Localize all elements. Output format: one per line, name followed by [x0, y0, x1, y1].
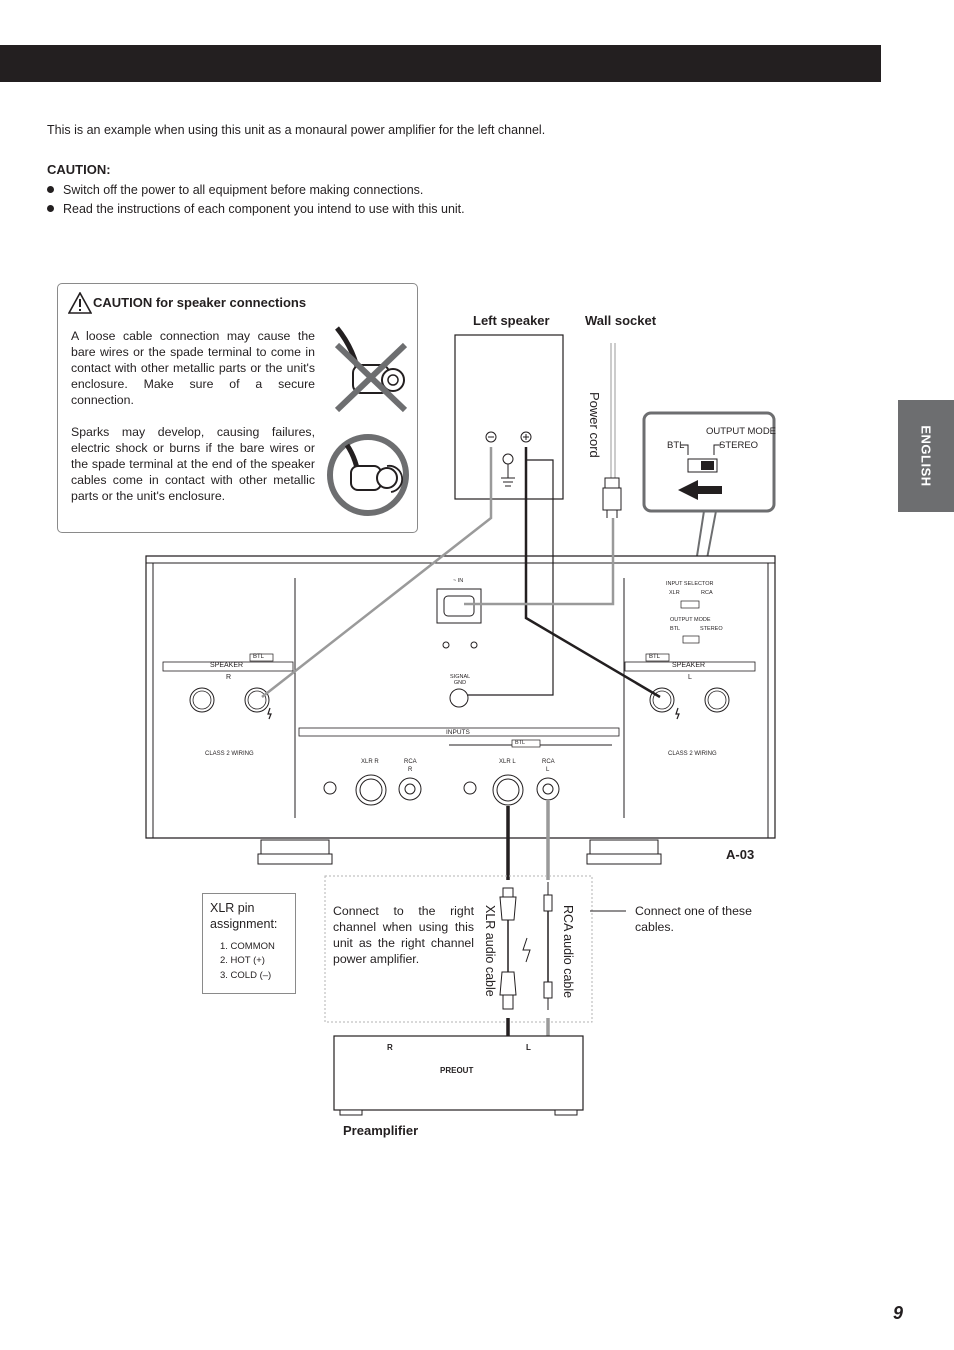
output-mode-label: OUTPUT MODE: [706, 426, 777, 437]
class2-label: CLASS 2 WIRING: [205, 751, 254, 757]
speaker-terminal-minus-icon: [485, 431, 497, 443]
pin-item: 2. HOT (+): [220, 955, 265, 966]
btl-tag: BTL: [515, 740, 526, 746]
inputs-label: INPUTS: [446, 729, 470, 736]
output-mode-small-label: OUTPUT MODE: [670, 617, 711, 623]
ac-in-label: ~ IN: [453, 578, 464, 584]
speaker-label-l: SPEAKER: [672, 662, 706, 669]
xlr-pin-title: XLR pin assignment:: [210, 901, 278, 931]
preamplifier-label: Preamplifier: [343, 1123, 419, 1138]
rca-cable-icon: [543, 882, 553, 1010]
bullet-item: Read the instructions of each component …: [47, 202, 465, 216]
ground-wire: [468, 459, 554, 696]
speaker-binding-post: [704, 687, 730, 713]
language-tab[interactable]: ENGLISH: [898, 400, 954, 512]
xlr-l-label: XLR L: [499, 759, 516, 765]
warning-icon: [68, 292, 92, 314]
power-cord-line: [464, 518, 615, 606]
shock-hazard-icon: [267, 707, 272, 720]
bullet-dot-icon: [47, 186, 54, 193]
speaker-cable-plus: [524, 447, 661, 699]
btl-small-label: BTL: [670, 626, 681, 632]
speaker-cable-minus: [261, 447, 493, 698]
channel-l-label: L: [688, 674, 692, 681]
pin-item: 1. COMMON: [220, 941, 275, 952]
speaker-binding-post: [244, 687, 270, 713]
speaker-label-r: SPEAKER: [210, 662, 244, 669]
preout-label: PREOUT: [440, 1066, 474, 1075]
cable-options-box: [324, 875, 593, 1023]
rca-jack: [398, 777, 422, 801]
stereo-small-label: STEREO: [700, 626, 723, 632]
rca-cable-label: RCA audio cable: [561, 905, 575, 999]
caution-paragraph: Sparks may develop, causing failures, el…: [71, 425, 315, 503]
rca-label: RCA: [542, 759, 555, 765]
xlr-jack: [355, 774, 387, 806]
caution-paragraph: A loose cable connection may cause the b…: [71, 329, 315, 407]
power-plug-icon: [602, 477, 622, 518]
xlr-jack: [492, 774, 524, 806]
loose-terminal-icon: [334, 326, 408, 413]
signal-gnd-terminal: [449, 688, 469, 708]
lightning-icon: [522, 937, 531, 963]
rca-l-label: L: [546, 767, 550, 773]
speaker-terminal-plus-icon: [520, 431, 532, 443]
signal-gnd-label: SIGNAL GND: [450, 674, 471, 686]
preout-r-label: R: [387, 1043, 393, 1052]
caution-box: [57, 283, 418, 533]
intro-text: This is an example when using this unit …: [47, 123, 546, 137]
bullet-text: Read the instructions of each component …: [63, 202, 465, 216]
xlr-r-label: XLR R: [361, 759, 379, 765]
speaker-binding-post: [649, 687, 675, 713]
xlr-small-label: XLR: [669, 590, 680, 596]
left-speaker-box: [454, 334, 564, 500]
btl-label: BTL: [667, 440, 685, 451]
page-number: 9: [893, 1303, 904, 1323]
header-bar: [0, 45, 881, 82]
speaker-binding-post: [189, 687, 215, 713]
class2-label: CLASS 2 WIRING: [668, 751, 717, 757]
terminal-illustrations: [327, 326, 409, 516]
xlr-pin-box: [202, 893, 296, 994]
connect-one-note: Connect one of these cables.: [635, 904, 752, 934]
amplifier-rear-panel: [145, 555, 776, 865]
bullet-item: Switch off the power to all equipment be…: [47, 183, 423, 197]
xlr-cable-icon: [499, 887, 517, 1010]
caution-heading: CAUTION:: [47, 162, 111, 177]
channel-r-label: R: [226, 674, 232, 681]
btl-tag: BTL: [253, 654, 265, 660]
wall-socket-label: Wall socket: [585, 313, 657, 328]
caution-box-title: CAUTION for speaker connections: [93, 295, 307, 310]
ground-icon: [501, 453, 515, 487]
input-selector-label: INPUT SELECTOR: [666, 581, 714, 587]
left-speaker-label: Left speaker: [473, 313, 550, 328]
stereo-label: STEREO: [719, 440, 759, 451]
pin-item: 3. COLD (–): [220, 970, 272, 981]
bullet-text: Switch off the power to all equipment be…: [63, 183, 424, 197]
rca-label: RCA: [404, 759, 417, 765]
secure-terminal-icon: [327, 434, 409, 516]
preout-l-label: L: [526, 1043, 531, 1052]
rca-jack: [536, 777, 560, 801]
btl-tag: BTL: [649, 654, 661, 660]
shock-hazard-icon: [675, 707, 680, 720]
rca-small-label: RCA: [701, 590, 713, 596]
connect-right-note: Connect to the right channel when using …: [333, 904, 474, 966]
arrow-left-icon: [678, 480, 722, 500]
bullet-dot-icon: [47, 205, 54, 212]
rca-r-label: R: [408, 767, 413, 773]
model-label: A-03: [726, 847, 755, 862]
xlr-cable-label: XLR audio cable: [483, 905, 497, 997]
preamplifier-box: [333, 1035, 584, 1111]
